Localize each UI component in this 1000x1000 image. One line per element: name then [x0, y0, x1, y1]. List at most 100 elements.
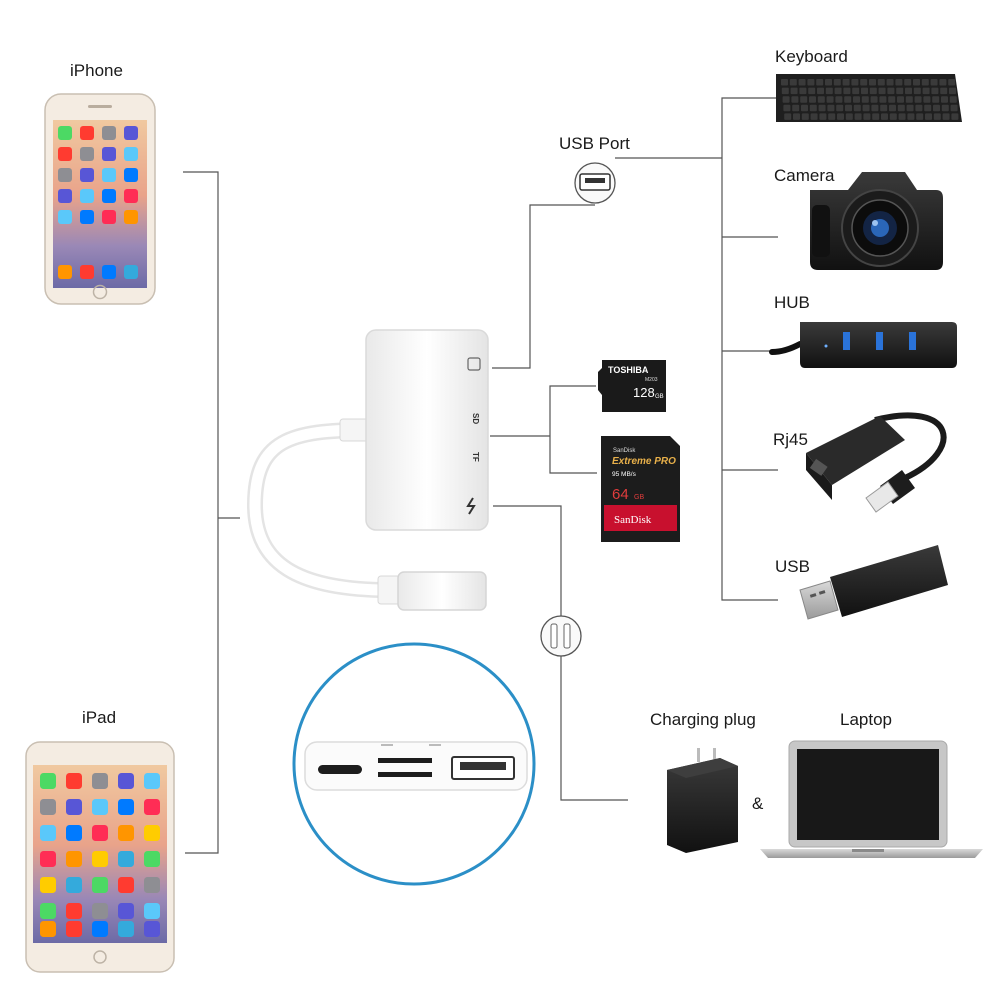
line-usb-port [492, 204, 595, 369]
sd-speed: 95 MB/s [612, 471, 637, 478]
keyboard-key [817, 96, 825, 103]
app-icon [58, 126, 72, 140]
keyboard-key [860, 79, 868, 86]
keyboard-key [897, 96, 904, 103]
keyboard-key [853, 96, 860, 103]
keyboard-key [842, 79, 850, 86]
app-icon [40, 799, 56, 815]
keyboard-key [826, 96, 834, 103]
keyboard-key [932, 96, 940, 103]
sd-brand: SanDisk [614, 514, 652, 526]
app-icon [118, 877, 134, 893]
keyboard-key [783, 104, 791, 112]
app-icon [124, 168, 138, 182]
app-icon [92, 825, 108, 841]
keyboard-key [940, 87, 948, 95]
lightning-cable-icon [540, 615, 582, 657]
sd-capacity: 64 [612, 486, 629, 503]
keyboard-key [948, 79, 956, 86]
keyboard-key [861, 87, 868, 95]
camera-image [810, 172, 943, 270]
keyboard-key [878, 87, 886, 95]
keyboard-key [816, 79, 824, 86]
keyboard-key [861, 96, 869, 103]
keyboard-key [854, 113, 862, 120]
keyboard-key [951, 113, 959, 120]
keyboard-key [801, 104, 808, 112]
app-icon [144, 903, 160, 919]
app-icon [80, 126, 94, 140]
adapter-ports-closeup [292, 642, 536, 886]
keyboard-key [845, 104, 852, 112]
app-icon [92, 851, 108, 867]
keyboard-key [845, 113, 853, 120]
usb-port-label: USB Port [559, 134, 630, 153]
keyboard-key [837, 113, 844, 120]
keyboard-key [825, 79, 832, 86]
app-icon [102, 168, 116, 182]
app-icon [144, 825, 160, 841]
app-icon [92, 773, 108, 789]
keyboard-key [781, 79, 788, 86]
rj45-adapter-image [806, 412, 947, 513]
charging-plug-label: Charging plug [650, 710, 756, 729]
keyboard-key [925, 113, 932, 120]
keyboard-key [881, 113, 888, 120]
dock-icon [66, 921, 82, 937]
keyboard-key [888, 96, 896, 103]
keyboard-key [798, 79, 806, 86]
microsd-brand: TOSHIBA [608, 365, 649, 375]
app-icon [102, 210, 116, 224]
app-icon [80, 189, 94, 203]
keyboard-key [793, 113, 800, 120]
app-icon [118, 799, 134, 815]
charging-plug-image [667, 748, 738, 853]
keyboard-key [809, 104, 817, 112]
keyboard-key [906, 104, 914, 112]
line-iphone [183, 171, 219, 854]
dock-icon [118, 921, 134, 937]
keyboard-key [886, 79, 894, 86]
hub-label: HUB [774, 293, 810, 312]
sd-unit: GB [634, 494, 644, 501]
iphone-image [44, 93, 156, 305]
keyboard-key [853, 104, 861, 112]
keyboard-key [895, 79, 903, 86]
keyboard-key [852, 87, 860, 95]
app-icon [80, 147, 94, 161]
app-icon [66, 851, 82, 867]
keyboard-key [923, 96, 931, 103]
app-icon [80, 168, 94, 182]
keyboard-key [825, 87, 833, 95]
keyboard-key [862, 104, 870, 112]
keyboard-key [801, 113, 809, 120]
keyboard-key [941, 96, 948, 103]
app-icon [118, 851, 134, 867]
usb-flash-drive-image [799, 545, 948, 620]
app-icon [66, 799, 82, 815]
keyboard-key [950, 104, 958, 112]
keyboard-key [889, 104, 896, 112]
keyboard-key [931, 87, 939, 95]
app-icon [66, 825, 82, 841]
keyboard-key [887, 87, 895, 95]
microsd-card-image: TOSHIBA M203 128 GB [598, 360, 666, 412]
keyboard-key [897, 104, 905, 112]
keyboard-key [913, 79, 920, 86]
keyboard-key [889, 113, 897, 120]
keyboard-key [941, 104, 949, 112]
keyboard-key [808, 87, 816, 95]
app-icon [118, 773, 134, 789]
keyboard-key [916, 113, 924, 120]
connector-lines [183, 97, 778, 854]
keyboard-key [782, 96, 790, 103]
app-icon [124, 210, 138, 224]
keyboard-key [896, 87, 904, 95]
line-devices-trunk [615, 97, 778, 601]
keyboard-key [913, 87, 921, 95]
keyboard-key [921, 79, 929, 86]
keyboard-key [833, 79, 841, 86]
rj45-label: Rj45 [773, 430, 808, 449]
app-icon [40, 851, 56, 867]
keyboard-key [939, 79, 947, 86]
